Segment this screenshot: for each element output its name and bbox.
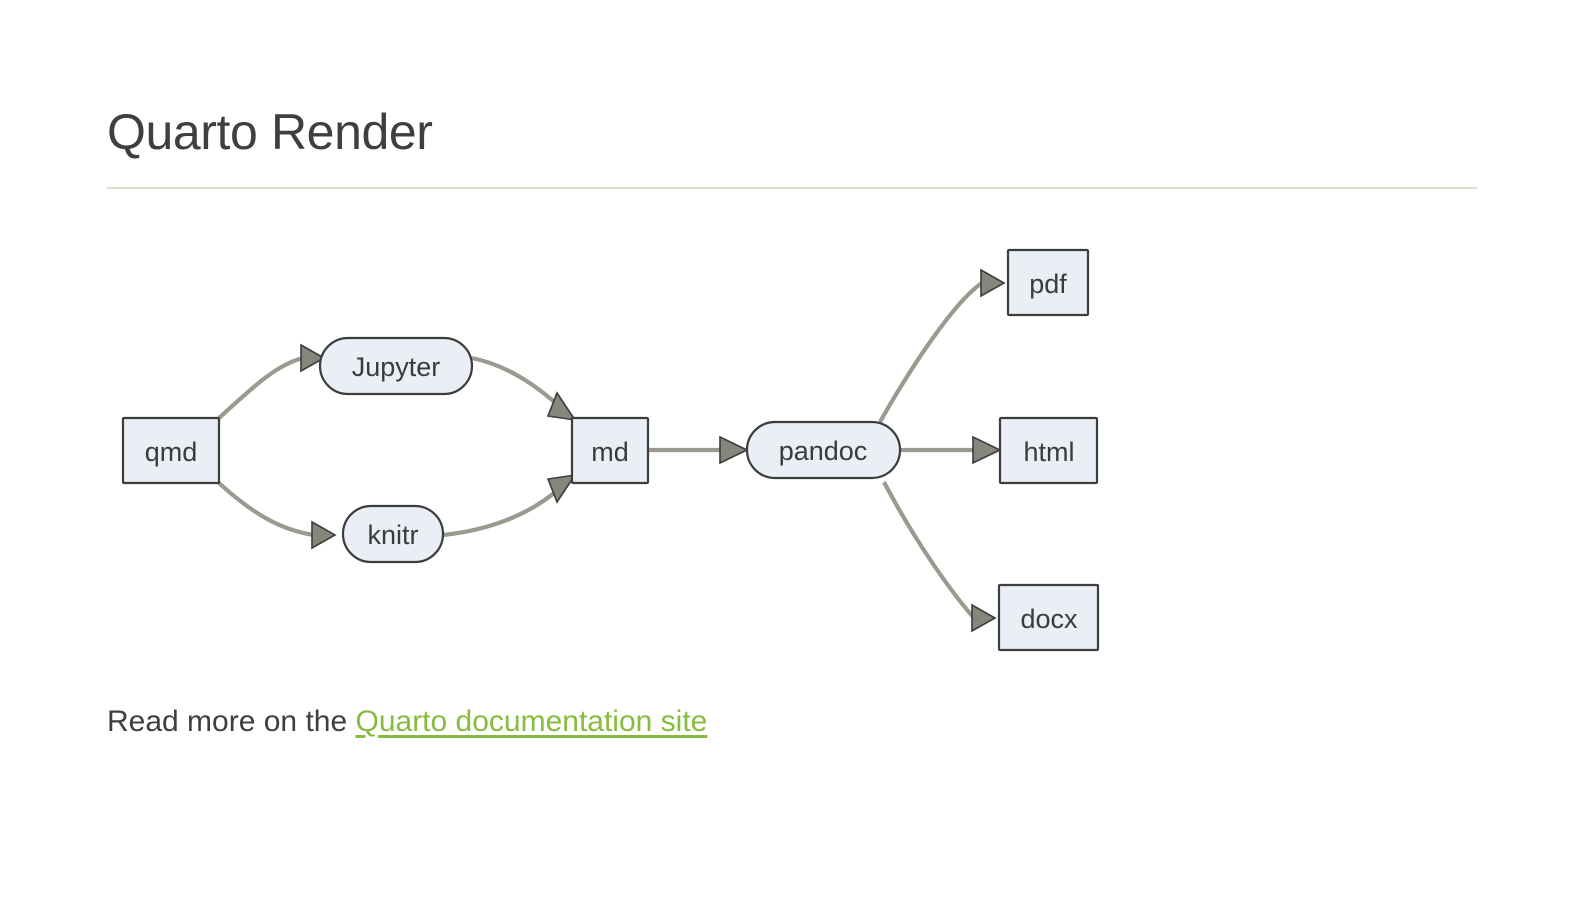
diagram-node-html-label: html	[1023, 437, 1074, 467]
edge-knitr-to-md	[442, 473, 577, 538]
quarto-documentation-link[interactable]: Quarto documentation site	[355, 705, 708, 738]
diagram-node-knitr-label: knitr	[367, 520, 418, 550]
diagram-node-jupyter[interactable]: Jupyter	[318, 336, 474, 396]
title-divider	[107, 187, 1477, 189]
diagram-node-pdf-label: pdf	[1029, 269, 1067, 299]
edge-qmd-to-jupyter	[217, 343, 326, 420]
read-more-paragraph: Read more on the Quarto documentation si…	[107, 702, 707, 743]
diagram-node-pdf[interactable]: pdf	[1006, 248, 1090, 317]
read-more-text: Read more on the	[107, 705, 356, 738]
page-title: Quarto Render	[107, 104, 433, 160]
diagram-node-pandoc-label: pandoc	[779, 436, 868, 466]
diagram-node-md[interactable]: md	[570, 416, 650, 485]
edge-jupyter-to-md	[471, 355, 577, 422]
diagram-node-qmd[interactable]: qmd	[121, 416, 221, 485]
edge-qmd-to-knitr	[217, 481, 337, 550]
edge-pandoc-to-pdf	[878, 268, 1006, 424]
edge-pandoc-to-docx	[882, 481, 997, 633]
diagram-node-knitr[interactable]: knitr	[341, 504, 445, 564]
diagram-node-md-label: md	[591, 437, 629, 467]
diagram-node-html[interactable]: html	[998, 416, 1099, 485]
diagram-node-docx-label: docx	[1020, 604, 1078, 634]
diagram-node-docx[interactable]: docx	[997, 583, 1100, 652]
edge-pandoc-to-html	[900, 435, 1002, 465]
edge-md-to-pandoc	[648, 435, 749, 465]
diagram-node-jupyter-label: Jupyter	[352, 352, 441, 382]
diagram-node-qmd-label: qmd	[145, 437, 198, 467]
quarto-render-flow-diagram: qmd Jupyter knitr md pandoc	[100, 225, 1160, 655]
diagram-node-pandoc[interactable]: pandoc	[745, 420, 902, 480]
